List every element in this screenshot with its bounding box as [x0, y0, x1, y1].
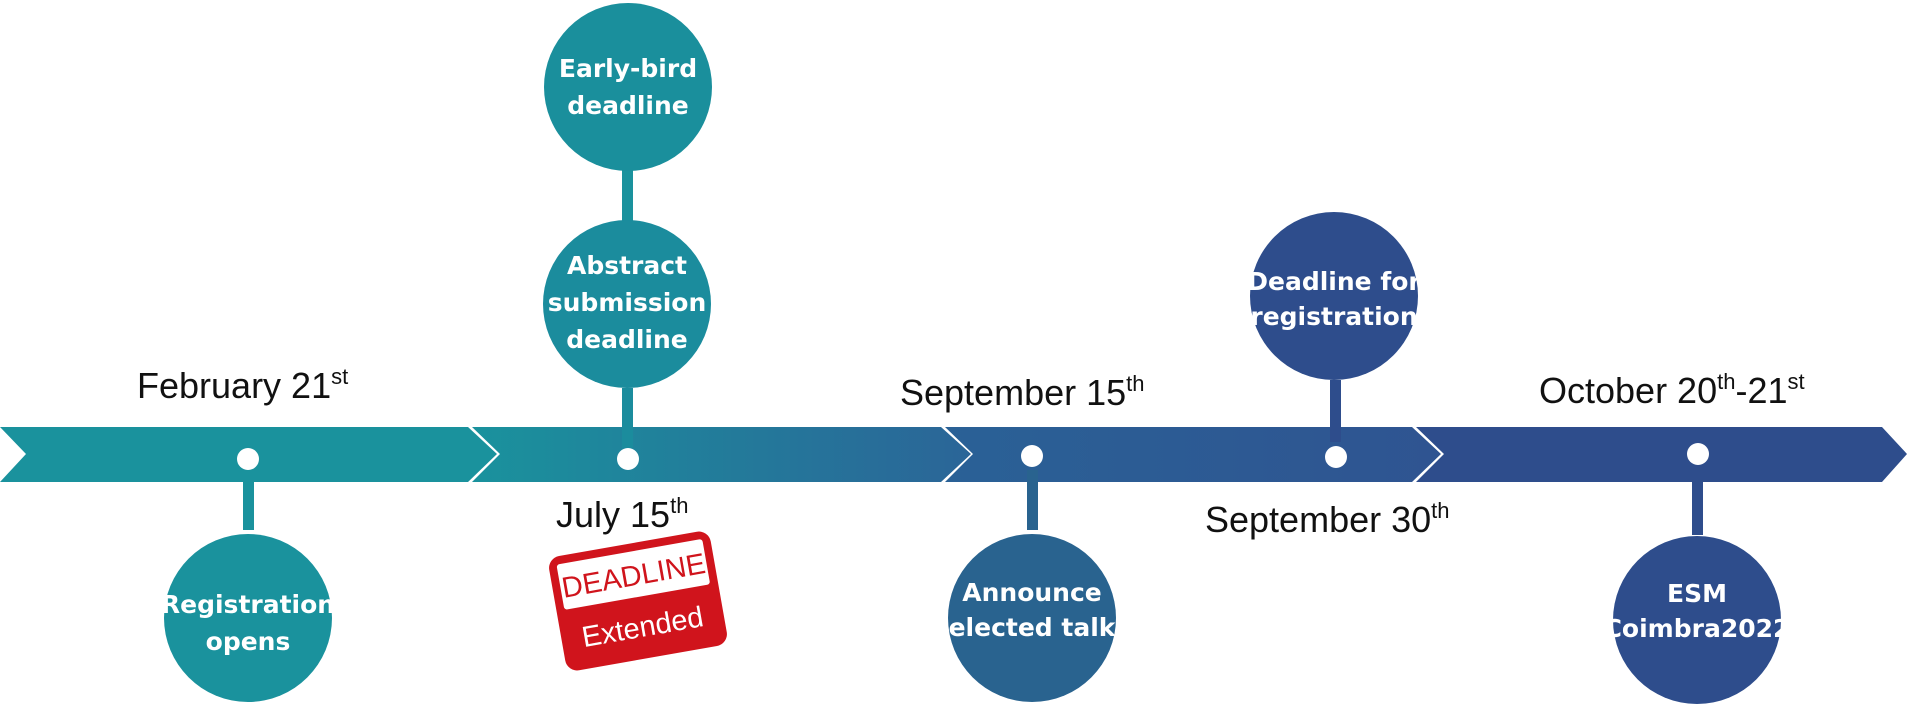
esm-label-2: Coimbra2022: [1604, 614, 1791, 643]
timeline-dot-feb: [237, 448, 259, 470]
circle-announce: [948, 534, 1116, 702]
announce-label-2: selected talks: [934, 613, 1131, 642]
arrow-segment-4: [1416, 427, 1907, 482]
abstract-label: Abstract: [567, 251, 687, 280]
registration-opens-label-2: opens: [206, 627, 291, 656]
timeline-dot-oct: [1687, 443, 1709, 465]
connector-abstract: [622, 388, 633, 448]
abstract-label-2: submission: [548, 288, 707, 317]
timeline-dot-jul: [617, 448, 639, 470]
circle-early-bird: [544, 3, 712, 171]
connector-announce: [1027, 470, 1038, 530]
connector-early-bird: [622, 170, 633, 240]
circle-abstract: [543, 220, 711, 388]
esm-label: ESM: [1667, 579, 1727, 608]
timeline-dot-sep30: [1325, 446, 1347, 468]
connector-esm: [1692, 470, 1703, 535]
date-jul: July 15th: [556, 493, 688, 535]
circle-esm: [1613, 536, 1781, 704]
circle-registration-opens: [164, 534, 332, 702]
connector-registration: [243, 470, 254, 530]
timeline-dot-sep15: [1021, 445, 1043, 467]
date-feb: February 21st: [137, 364, 348, 406]
deadline-registration-label-2: registration: [1250, 302, 1417, 331]
date-sep15: September 15th: [900, 371, 1145, 413]
registration-opens-label: Registration: [161, 590, 335, 619]
deadline-registration-label: Deadline for: [1247, 267, 1421, 296]
announce-label: Announce: [962, 578, 1102, 607]
deadline-extended-stamp: DEADLINE Extended: [549, 531, 727, 671]
arrow-segment-3: [945, 427, 1441, 482]
date-oct: October 20th-21st: [1539, 369, 1805, 411]
date-sep30: September 30th: [1205, 498, 1450, 540]
early-bird-label: Early-bird: [559, 54, 697, 83]
connector-deadline-registration: [1330, 380, 1341, 442]
circle-deadline-registration: [1250, 212, 1418, 380]
abstract-label-3: deadline: [566, 325, 688, 354]
arrow-segment-2: [472, 427, 971, 482]
early-bird-label-2: deadline: [567, 91, 689, 120]
